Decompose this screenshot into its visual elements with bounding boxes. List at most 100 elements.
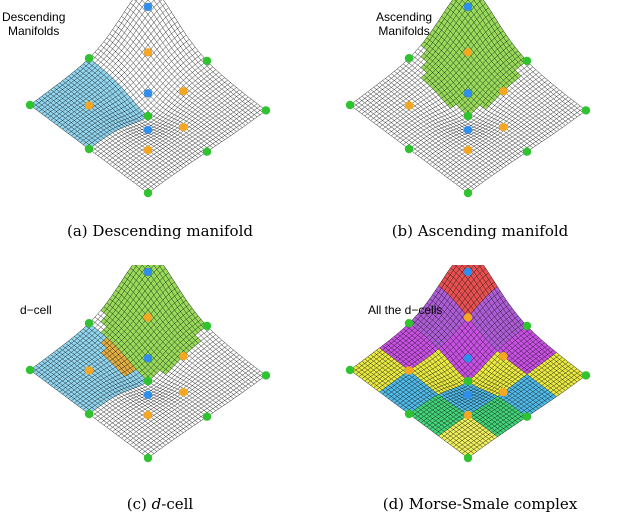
panel-c-minimum-point <box>26 366 34 374</box>
panel-b-fill-regions <box>421 0 527 116</box>
annotation-a-line1: Descending <box>2 10 65 24</box>
caption-c: (c) d-cell <box>0 495 320 513</box>
surface-plot-c <box>0 265 320 475</box>
panel-c-maximum-point <box>144 354 152 362</box>
panel-d-saddle-point <box>499 388 507 396</box>
panel-a-mesh-line <box>130 97 248 180</box>
panel-d-saddle-point <box>464 313 472 321</box>
panel-c-minimum-point <box>85 319 93 327</box>
panel-a-maximum-point <box>144 126 152 134</box>
panel-c-maximum-point <box>144 268 152 276</box>
panel-b-minimum-point <box>464 112 472 120</box>
panel-a-mesh-line <box>122 90 240 173</box>
panel-a-saddle-point <box>179 87 187 95</box>
panel-a-saddle-point <box>144 146 152 154</box>
panel-b-maximum-point <box>464 126 472 134</box>
panel-b-saddle-point <box>464 146 472 154</box>
panel-c: d−cell (c) d-cell <box>0 265 320 525</box>
panel-c-minimum-point <box>203 413 211 421</box>
panel-d-minimum-point <box>523 413 531 421</box>
panel-a-minimum-point <box>144 112 152 120</box>
panel-a-minimum-point <box>85 145 93 153</box>
panel-a: Descending Manifolds (a) Descending mani… <box>0 0 320 260</box>
panel-c-minimum-point <box>85 410 93 418</box>
panel-c-minimum-point <box>203 322 211 330</box>
panel-d-minimum-point <box>523 322 531 330</box>
panel-b-minimum-point <box>405 54 413 62</box>
annotation-b-line2: Manifolds <box>376 24 432 38</box>
panel-a-saddle-point <box>179 123 187 131</box>
annotation-c-line1: d−cell <box>20 303 52 317</box>
panel-c-saddle-point <box>85 366 93 374</box>
panel-a-maximum-point <box>144 89 152 97</box>
panel-b-minimum-point <box>523 148 531 156</box>
panel-c-mesh-line <box>142 371 260 454</box>
panel-d-minimum-point <box>405 410 413 418</box>
panel-a-mesh-line <box>119 88 237 172</box>
surface-plot-d <box>320 265 640 475</box>
annotation-b-line1: Ascending <box>376 10 432 24</box>
panel-d-maximum-point <box>464 354 472 362</box>
panel-b-minimum-point <box>523 57 531 65</box>
caption-d: (d) Morse-Smale complex <box>320 495 640 513</box>
panel-d-minimum-point <box>464 454 472 462</box>
panel-c-saddle-point <box>179 388 187 396</box>
caption-c-suffix: -cell <box>161 495 193 513</box>
panel-b-mesh-line <box>462 106 580 189</box>
caption-c-italic: d <box>152 495 162 513</box>
panel-a-mesh-line <box>124 12 242 128</box>
panel-b-minimum-point <box>346 101 354 109</box>
panel-a-minimum-point <box>85 54 93 62</box>
panel-d-maximum-point <box>464 391 472 399</box>
panel-a-minimum-point <box>144 189 152 197</box>
panel-b: Ascending Manifolds (b) Ascending manifo… <box>320 0 640 260</box>
panel-a-minimum-point <box>203 148 211 156</box>
panel-b-maximum-point <box>464 89 472 97</box>
panel-c-maximum-point <box>144 391 152 399</box>
panel-d-saddle-point <box>464 411 472 419</box>
panel-a-mesh-line <box>139 0 257 117</box>
panel-d: All the d−cells (d) Morse-Smale complex <box>320 265 640 525</box>
panel-d-minimum-point <box>346 366 354 374</box>
panel-c-saddle-point <box>144 313 152 321</box>
panel-b-minimum-point <box>582 106 590 114</box>
panel-d-minimum-point <box>464 377 472 385</box>
panel-a-maximum-point <box>144 3 152 11</box>
panel-c-minimum-point <box>262 371 270 379</box>
panel-c-saddle-point <box>144 411 152 419</box>
panel-b-saddle-point <box>464 48 472 56</box>
panel-d-minimum-point <box>405 319 413 327</box>
panel-b-minimum-point <box>464 189 472 197</box>
panel-d-saddle-point <box>405 366 413 374</box>
annotation-a: Descending Manifolds <box>2 10 65 38</box>
panel-a-mesh-line <box>148 0 266 110</box>
panel-d-saddle-point <box>499 352 507 360</box>
caption-a: (a) Descending manifold <box>0 222 320 240</box>
panel-a-minimum-point <box>26 101 34 109</box>
caption-c-prefix: (c) <box>127 495 152 513</box>
annotation-c: d−cell <box>20 303 52 317</box>
panel-b-minimum-point <box>405 145 413 153</box>
panel-a-saddle-point <box>144 48 152 56</box>
annotation-a-line2: Manifolds <box>2 24 65 38</box>
panel-a-mesh-line <box>127 95 245 178</box>
panel-b-saddle-point <box>499 123 507 131</box>
caption-b: (b) Ascending manifold <box>320 222 640 240</box>
panel-c-minimum-point <box>144 454 152 462</box>
panel-b-saddle-point <box>405 101 413 109</box>
panel-a-mesh-line <box>142 106 260 189</box>
panel-b-saddle-point <box>499 87 507 95</box>
panel-c-saddle-point <box>179 352 187 360</box>
annotation-d: All the d−cells <box>368 303 442 317</box>
annotation-d-line1: All the d−cells <box>368 303 442 317</box>
surface-plot-b <box>320 0 640 210</box>
panel-b-maximum-point <box>464 3 472 11</box>
annotation-b: Ascending Manifolds <box>376 10 432 38</box>
panel-d-maximum-point <box>464 268 472 276</box>
panel-a-mesh-line <box>142 0 260 115</box>
panel-c-minimum-point <box>144 377 152 385</box>
panel-a-saddle-point <box>85 101 93 109</box>
panel-d-minimum-point <box>582 371 590 379</box>
panel-a-minimum-point <box>203 57 211 65</box>
panel-a-minimum-point <box>262 106 270 114</box>
